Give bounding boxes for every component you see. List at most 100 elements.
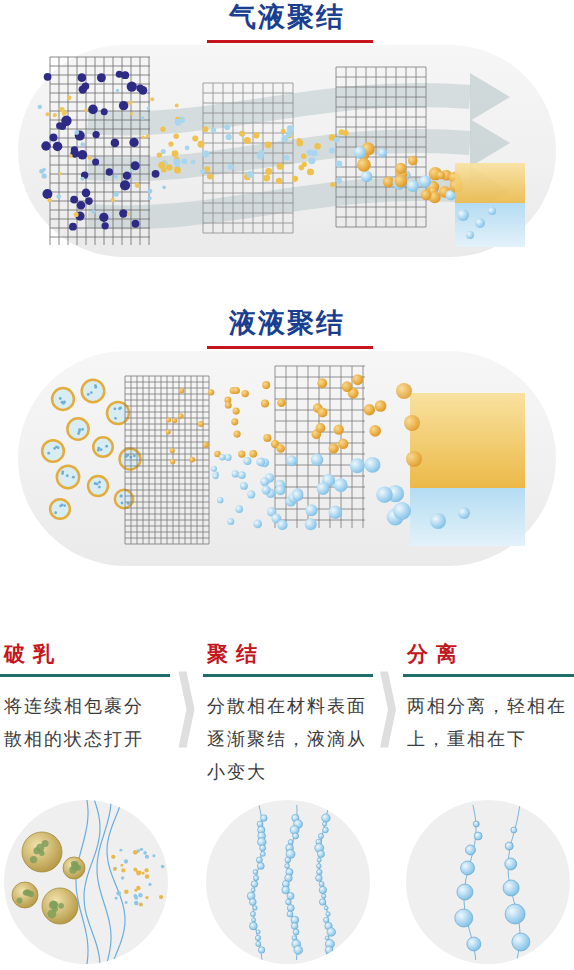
heavy-droplet bbox=[219, 454, 226, 461]
emulsion-core bbox=[120, 495, 123, 498]
separated-droplet bbox=[503, 880, 519, 896]
mesh-line bbox=[319, 366, 320, 528]
mid-droplet bbox=[239, 131, 245, 137]
mesh-line bbox=[125, 520, 209, 521]
mid-droplet bbox=[292, 176, 298, 182]
gas-droplet bbox=[61, 116, 71, 126]
bead-droplet bbox=[256, 941, 261, 946]
mid-droplet bbox=[307, 169, 314, 176]
mesh-line bbox=[233, 83, 234, 233]
emulsion-core bbox=[42, 840, 49, 847]
mesh-line bbox=[125, 412, 209, 413]
fine-droplet bbox=[148, 883, 151, 886]
mesh-line bbox=[50, 57, 51, 245]
fine-droplet bbox=[53, 113, 57, 117]
mesh-line bbox=[336, 137, 426, 138]
mid-droplet bbox=[161, 149, 166, 154]
mesh-line bbox=[203, 213, 293, 214]
section-title: 液液聚结 bbox=[18, 306, 556, 340]
mid-droplet bbox=[343, 130, 349, 136]
light-droplet bbox=[225, 402, 232, 409]
heavy-droplet bbox=[458, 507, 470, 519]
gas-droplet bbox=[120, 180, 130, 190]
gas-droplet bbox=[71, 146, 78, 153]
heavy-droplet bbox=[211, 466, 217, 472]
separated-droplet bbox=[473, 821, 479, 827]
gas-droplet bbox=[77, 201, 86, 210]
heavy-droplet bbox=[232, 470, 239, 477]
gas-droplet bbox=[75, 131, 85, 141]
fine-droplet bbox=[124, 859, 128, 863]
mid-droplet bbox=[197, 141, 204, 148]
light-droplet bbox=[198, 421, 204, 427]
heavy-droplet bbox=[365, 457, 381, 473]
mid-droplet bbox=[200, 169, 205, 174]
heavy-droplet bbox=[262, 485, 271, 494]
emulsion-core bbox=[25, 890, 31, 896]
emulsion-core bbox=[94, 384, 97, 387]
fine-droplet bbox=[88, 155, 92, 159]
light-droplet bbox=[338, 439, 349, 450]
mesh-line bbox=[336, 127, 426, 128]
mid-droplet bbox=[182, 158, 188, 164]
mesh-line bbox=[125, 496, 209, 497]
emulsion-core bbox=[49, 901, 58, 910]
large-droplet bbox=[354, 146, 367, 159]
mid-droplet bbox=[308, 157, 315, 164]
step-rule bbox=[403, 674, 574, 677]
step-rule bbox=[0, 674, 170, 677]
mesh-line bbox=[275, 520, 365, 521]
step-description: 将连续相包裹分散相的状态打开 bbox=[0, 689, 150, 755]
bead-droplet bbox=[256, 857, 262, 863]
bead-droplet bbox=[257, 863, 264, 870]
fine-droplet bbox=[147, 106, 150, 109]
fine-droplet bbox=[121, 868, 125, 872]
demulsify-detail bbox=[12, 800, 164, 965]
fine-droplet bbox=[119, 849, 122, 852]
light-droplet bbox=[233, 431, 240, 438]
mid-droplet bbox=[175, 119, 182, 126]
mid-droplet bbox=[330, 182, 335, 187]
fine-droplet bbox=[84, 108, 88, 112]
heavy-droplet bbox=[235, 505, 243, 513]
mesh-line bbox=[243, 83, 244, 233]
mid-droplet bbox=[166, 164, 172, 170]
flow-arrowhead bbox=[470, 73, 510, 121]
light-droplet bbox=[396, 383, 412, 399]
emulsion-core bbox=[127, 502, 130, 505]
fine-droplet bbox=[143, 851, 147, 855]
bead-droplet bbox=[252, 918, 256, 922]
mid-droplet bbox=[335, 161, 342, 168]
fine-droplet bbox=[125, 901, 128, 904]
mid-droplet bbox=[192, 136, 198, 142]
light-droplet bbox=[369, 425, 381, 437]
fine-droplet bbox=[115, 897, 118, 900]
mesh-line bbox=[50, 93, 150, 94]
mid-droplet bbox=[297, 138, 302, 143]
fine-droplet bbox=[113, 867, 117, 871]
mesh-line bbox=[125, 448, 209, 449]
heavy-droplet bbox=[350, 458, 365, 473]
bead-droplet bbox=[253, 875, 258, 880]
emulsion-core bbox=[121, 502, 124, 505]
mid-droplet bbox=[202, 150, 209, 157]
mesh-line bbox=[336, 217, 426, 218]
bead-droplet bbox=[253, 906, 258, 911]
mesh-line bbox=[203, 83, 293, 84]
mid-droplet bbox=[281, 135, 288, 142]
mesh-line bbox=[125, 532, 209, 533]
separated-droplet bbox=[461, 861, 475, 875]
mid-droplet bbox=[336, 178, 342, 184]
mesh-line bbox=[203, 133, 293, 134]
emulsion-core bbox=[87, 393, 90, 396]
separated-droplet bbox=[511, 827, 517, 833]
gas-droplet bbox=[129, 138, 138, 147]
fine-droplet bbox=[140, 848, 143, 851]
mid-droplet bbox=[185, 145, 190, 150]
separate-detail bbox=[455, 805, 530, 960]
fine-droplet bbox=[133, 850, 138, 855]
light-droplet bbox=[277, 398, 286, 407]
fine-droplet bbox=[150, 97, 154, 101]
coalesce-detail bbox=[247, 805, 335, 960]
emulsion-core bbox=[30, 856, 37, 863]
